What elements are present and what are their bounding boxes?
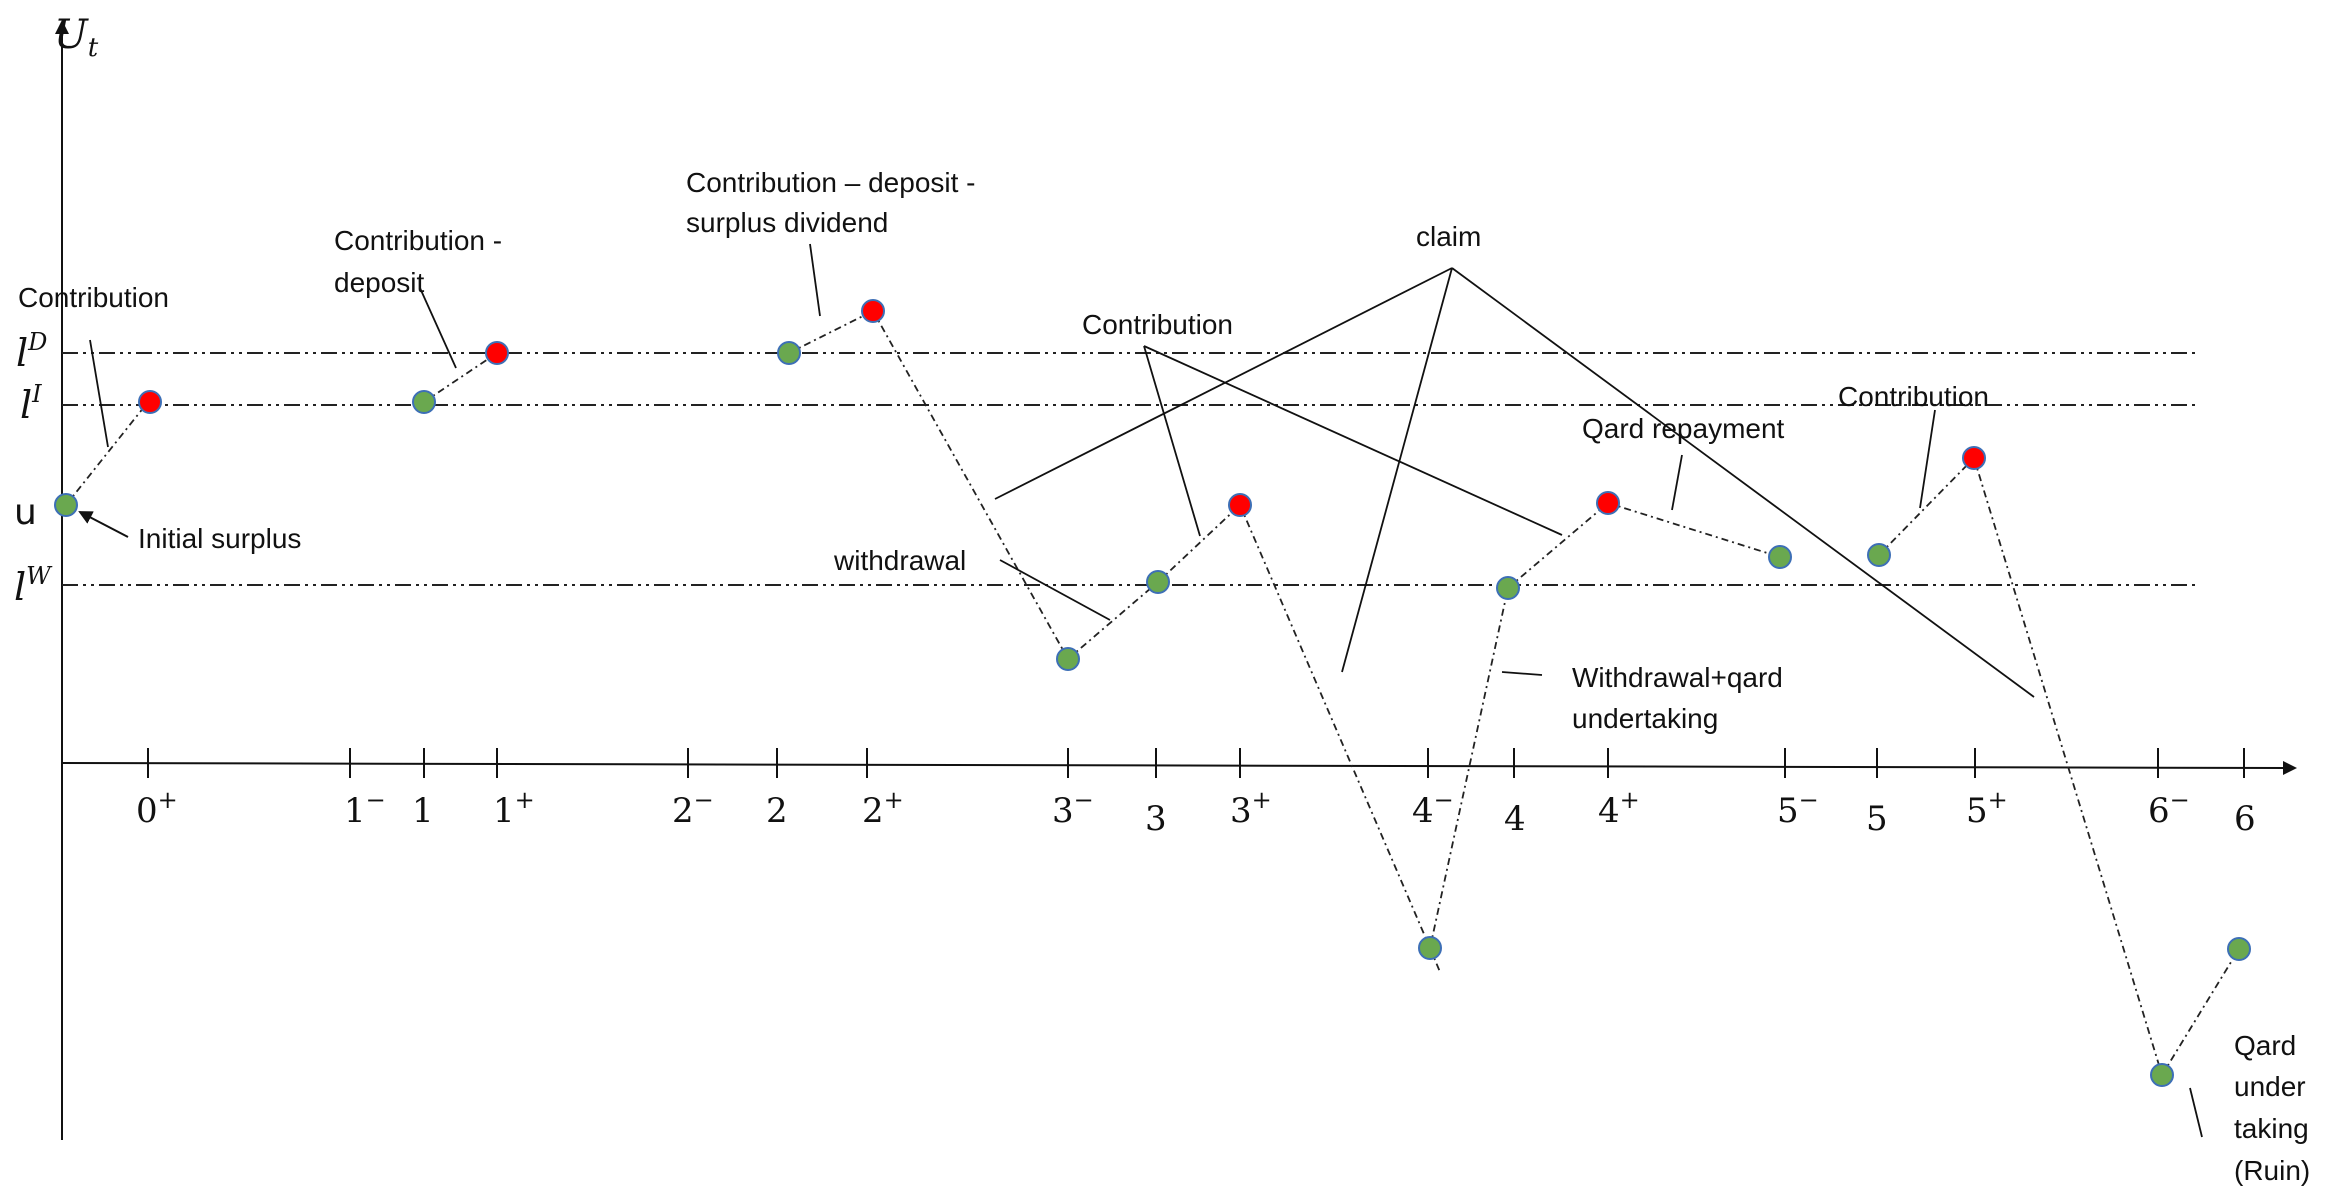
path-seg-5: [1067, 581, 1159, 660]
tick-label-2plus: 2+: [862, 786, 904, 831]
data-points: [54, 299, 2251, 1087]
level-labels: lD lI u lW: [14, 328, 53, 609]
annotation-withdrawal-qard-line1: Withdrawal+qard: [1572, 662, 1783, 693]
y-axis-title: Ut: [54, 12, 99, 63]
annotation-contribution-3: Contribution: [1838, 381, 1989, 412]
leader-withdrawal: [999, 559, 1111, 621]
leader-cds: [809, 243, 821, 317]
point-4minus: [1418, 936, 1442, 960]
point-4plus: [1596, 491, 1620, 515]
leader-qard-repayment: [1671, 454, 1683, 511]
point-1plus: [485, 341, 509, 365]
point-u: [54, 493, 78, 517]
leader-claim-2: [1341, 267, 1453, 673]
tick-label-3: 3: [1145, 799, 1167, 839]
tick-label-2: 2: [766, 791, 788, 831]
level-label-lI: lI: [20, 380, 42, 427]
tick-label-4minus: 4−: [1412, 786, 1454, 831]
tick-label-1minus: 1−: [344, 786, 386, 831]
tick-label-3plus: 3+: [1230, 786, 1272, 831]
point-2plus: [861, 299, 885, 323]
annotation-ruin-line1: Qard: [2234, 1030, 2296, 1061]
y-axis-title-sub: t: [88, 33, 99, 63]
point-6minus: [2150, 1063, 2174, 1087]
point-6: [2227, 937, 2251, 961]
annotation-cds-line1: Contribution – deposit -: [686, 167, 976, 198]
path-seg-4: [872, 310, 1069, 660]
point-5: [1867, 543, 1891, 567]
annotation-qard-repayment: Qard repayment: [1582, 413, 1785, 444]
annotation-cds-line2: surplus dividend: [686, 207, 888, 238]
point-1: [412, 390, 436, 414]
point-3plus: [1228, 493, 1252, 517]
tick-marks: [147, 748, 2245, 778]
tick-label-6minus: 6−: [2148, 786, 2190, 831]
x-axis: [61, 760, 2297, 775]
tick-label-1plus: 1+: [493, 786, 535, 831]
leader-claim-3: [1451, 267, 2035, 698]
path-seg-9: [1429, 587, 1509, 949]
annotation-claim: claim: [1416, 221, 1481, 252]
annotation-withdrawal: withdrawal: [833, 545, 966, 576]
path-seg-7: [1239, 504, 1431, 949]
leader-claim-1: [994, 267, 1453, 500]
tick-label-5minus: 5−: [1777, 786, 1819, 831]
tick-label-5: 5: [1866, 799, 1888, 839]
path-seg-12: [1878, 457, 1975, 556]
point-3minus: [1056, 647, 1080, 671]
path-seg-2: [423, 352, 498, 403]
tick-label-4: 4: [1504, 799, 1526, 839]
path-seg-10: [1507, 502, 1609, 589]
leader-contribution-2a: [1143, 345, 1201, 537]
path-seg-13: [1973, 457, 2163, 1076]
annotation-contribution-deposit-line2: deposit: [334, 267, 425, 298]
path-seg-1: [65, 401, 149, 506]
tick-labels: 0+ 1− 1 1+ 2− 2 2+ 3− 3 3+ 4− 4 4+ 5− 5 …: [136, 786, 2256, 839]
point-0plus: [138, 390, 162, 414]
annotation-contribution-deposit-line1: Contribution -: [334, 225, 502, 256]
annotation-withdrawal-qard-line2: undertaking: [1572, 703, 1718, 734]
initial-surplus-arrow: [78, 511, 129, 538]
leader-withdrawal-qard: [1501, 671, 1543, 676]
path-seg-6: [1157, 504, 1241, 583]
annotation-ruin-line4: (Ruin): [2234, 1155, 2310, 1186]
annotations: Contribution Initial surplus Contributio…: [18, 167, 2310, 1186]
point-3: [1146, 570, 1170, 594]
point-2: [777, 341, 801, 365]
surplus-path: [65, 310, 2240, 1076]
leader-lines: [89, 243, 2203, 1138]
level-label-lW: lW: [14, 562, 53, 609]
path-seg-3: [788, 310, 874, 354]
tick-label-5plus: 5+: [1966, 786, 2008, 831]
point-4: [1496, 576, 1520, 600]
axes: Ut: [54, 12, 2297, 1140]
level-label-u: u: [14, 492, 37, 533]
annotation-ruin-line2: under: [2234, 1071, 2306, 1102]
tick-label-4plus: 4+: [1598, 786, 1640, 831]
leader-contribution-deposit: [419, 287, 457, 369]
y-axis-title-main: U: [54, 12, 89, 58]
path-seg-11: [1607, 502, 1781, 558]
leader-contribution-1: [89, 339, 109, 448]
annotation-contribution-2: Contribution: [1082, 309, 1233, 340]
point-5plus: [1962, 446, 1986, 470]
level-label-lD: lD: [16, 328, 47, 375]
point-5minus: [1768, 545, 1792, 569]
leader-contribution-3: [1919, 409, 1936, 509]
annotation-ruin-line3: taking: [2234, 1113, 2309, 1144]
tick-label-0plus: 0+: [136, 786, 178, 831]
leader-contribution-2b: [1143, 345, 1563, 536]
leader-ruin: [2189, 1087, 2203, 1138]
annotation-initial-surplus: Initial surplus: [138, 523, 301, 554]
path-seg-14: [2161, 948, 2240, 1076]
tick-label-3minus: 3−: [1052, 786, 1094, 831]
tick-label-2minus: 2−: [672, 786, 714, 831]
tick-label-1: 1: [412, 791, 434, 831]
tick-label-6: 6: [2234, 799, 2256, 839]
annotation-contribution-1: Contribution: [18, 282, 169, 313]
